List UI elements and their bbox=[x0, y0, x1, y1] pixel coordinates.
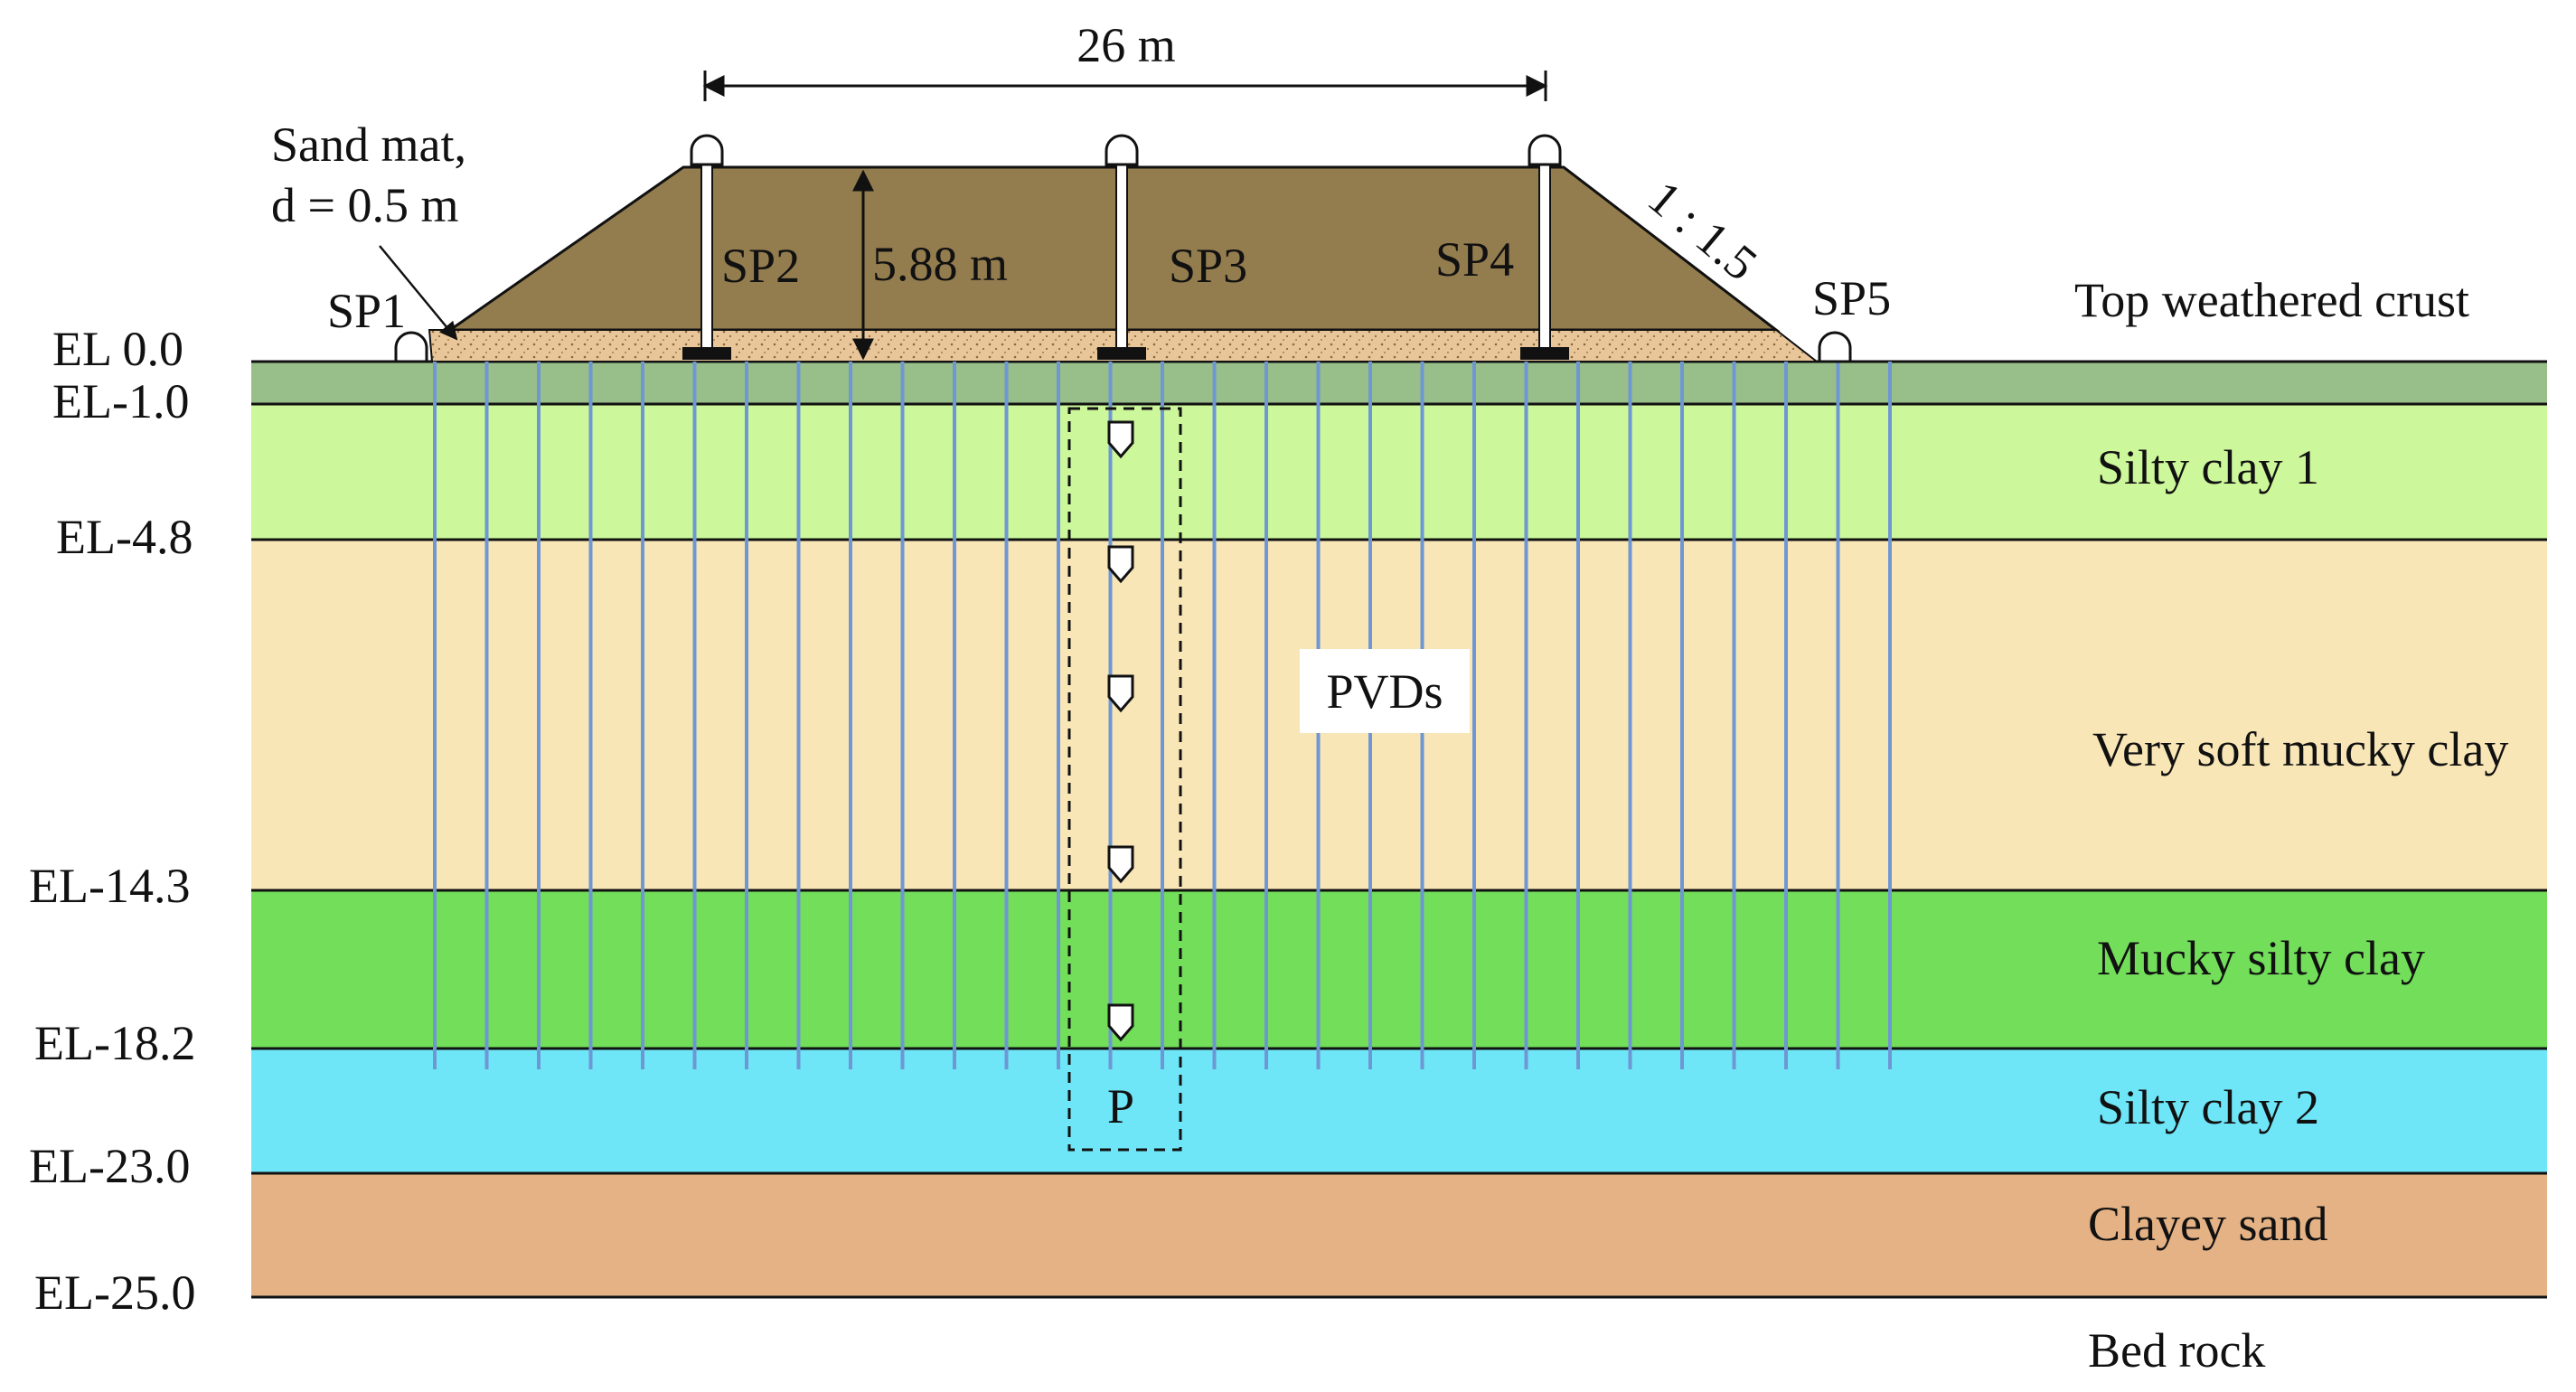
sand-mat-label-line1: Sand mat, bbox=[271, 118, 466, 172]
sand-mat-label-line2: d = 0.5 m bbox=[271, 178, 458, 232]
layer-label-mucky-silty-clay: Mucky silty clay bbox=[2097, 931, 2425, 985]
sand-mat-pointer bbox=[379, 245, 458, 341]
elevation-label-1: EL-1.0 bbox=[52, 374, 189, 428]
elevation-label-4: EL-18.2 bbox=[34, 1016, 195, 1070]
sp5-label: SP5 bbox=[1812, 271, 1891, 325]
sp4-rod bbox=[1538, 162, 1551, 349]
layer-label-silty-clay-1: Silty clay 1 bbox=[2097, 440, 2319, 494]
piezometer-1 bbox=[1107, 420, 1134, 459]
elevation-label-3: EL-14.3 bbox=[29, 859, 190, 913]
layer-label-clayey-sand: Clayey sand bbox=[2088, 1197, 2327, 1251]
elevation-labels: EL 0.0 EL-1.0 EL-4.8 EL-14.3 EL-18.2 EL-… bbox=[29, 322, 195, 1320]
sp3-marker bbox=[1105, 134, 1139, 166]
elevation-label-6: EL-25.0 bbox=[34, 1265, 195, 1320]
piezometer-2 bbox=[1107, 545, 1134, 584]
layer-top-weathered-crust bbox=[251, 362, 2547, 404]
layer-silty-clay-1 bbox=[251, 404, 2547, 540]
sp3-label: SP3 bbox=[1169, 239, 1247, 293]
layer-label-very-soft-mucky-clay: Very soft mucky clay bbox=[2092, 722, 2508, 776]
sp2-plate bbox=[682, 347, 731, 360]
pvd-label-box bbox=[1300, 649, 1470, 733]
elevation-label-0: EL 0.0 bbox=[52, 322, 183, 376]
sp4-plate bbox=[1520, 347, 1569, 360]
layer-clayey-sand bbox=[251, 1173, 2547, 1297]
pvd-lines bbox=[433, 362, 1892, 1069]
piezometers bbox=[1107, 420, 1134, 1042]
sp1-marker bbox=[394, 331, 428, 363]
settlement-plate-rods bbox=[682, 162, 1569, 360]
pvd-label: PVDs bbox=[1326, 664, 1443, 719]
height-label: 5.88 m bbox=[872, 237, 1008, 291]
sp3-plate bbox=[1097, 347, 1146, 360]
layer-label-silty-clay-2: Silty clay 2 bbox=[2097, 1080, 2319, 1134]
sp3-rod bbox=[1115, 162, 1128, 349]
embankment-body bbox=[446, 165, 1781, 332]
layer-mucky-silty-clay bbox=[251, 890, 2547, 1049]
sp2-label: SP2 bbox=[721, 239, 800, 293]
piezometer-label: P bbox=[1107, 1079, 1134, 1133]
sp2-marker bbox=[690, 134, 724, 166]
piezometer-3 bbox=[1107, 674, 1134, 713]
sp4-label: SP4 bbox=[1435, 232, 1514, 287]
survey-markers bbox=[394, 134, 1852, 363]
layer-labels: Top weathered crust Silty clay 1 Very so… bbox=[2074, 273, 2508, 1378]
top-width-label: 26 m bbox=[1076, 18, 1176, 72]
sp1-label: SP1 bbox=[327, 284, 406, 338]
sp4-marker bbox=[1528, 134, 1562, 166]
piezometer-group-box bbox=[1067, 407, 1182, 1152]
layer-label-bed-rock: Bed rock bbox=[2088, 1323, 2265, 1378]
piezometer-4 bbox=[1107, 845, 1134, 884]
elevation-label-2: EL-4.8 bbox=[56, 510, 193, 564]
sp2-rod bbox=[700, 162, 713, 349]
layer-silty-clay-2 bbox=[251, 1049, 2547, 1173]
piezometer-5 bbox=[1107, 1003, 1134, 1042]
layer-label-top-weathered-crust: Top weathered crust bbox=[2074, 273, 2469, 327]
sp5-marker bbox=[1818, 331, 1852, 363]
elevation-label-5: EL-23.0 bbox=[29, 1139, 190, 1193]
soil-layers bbox=[251, 362, 2547, 1297]
